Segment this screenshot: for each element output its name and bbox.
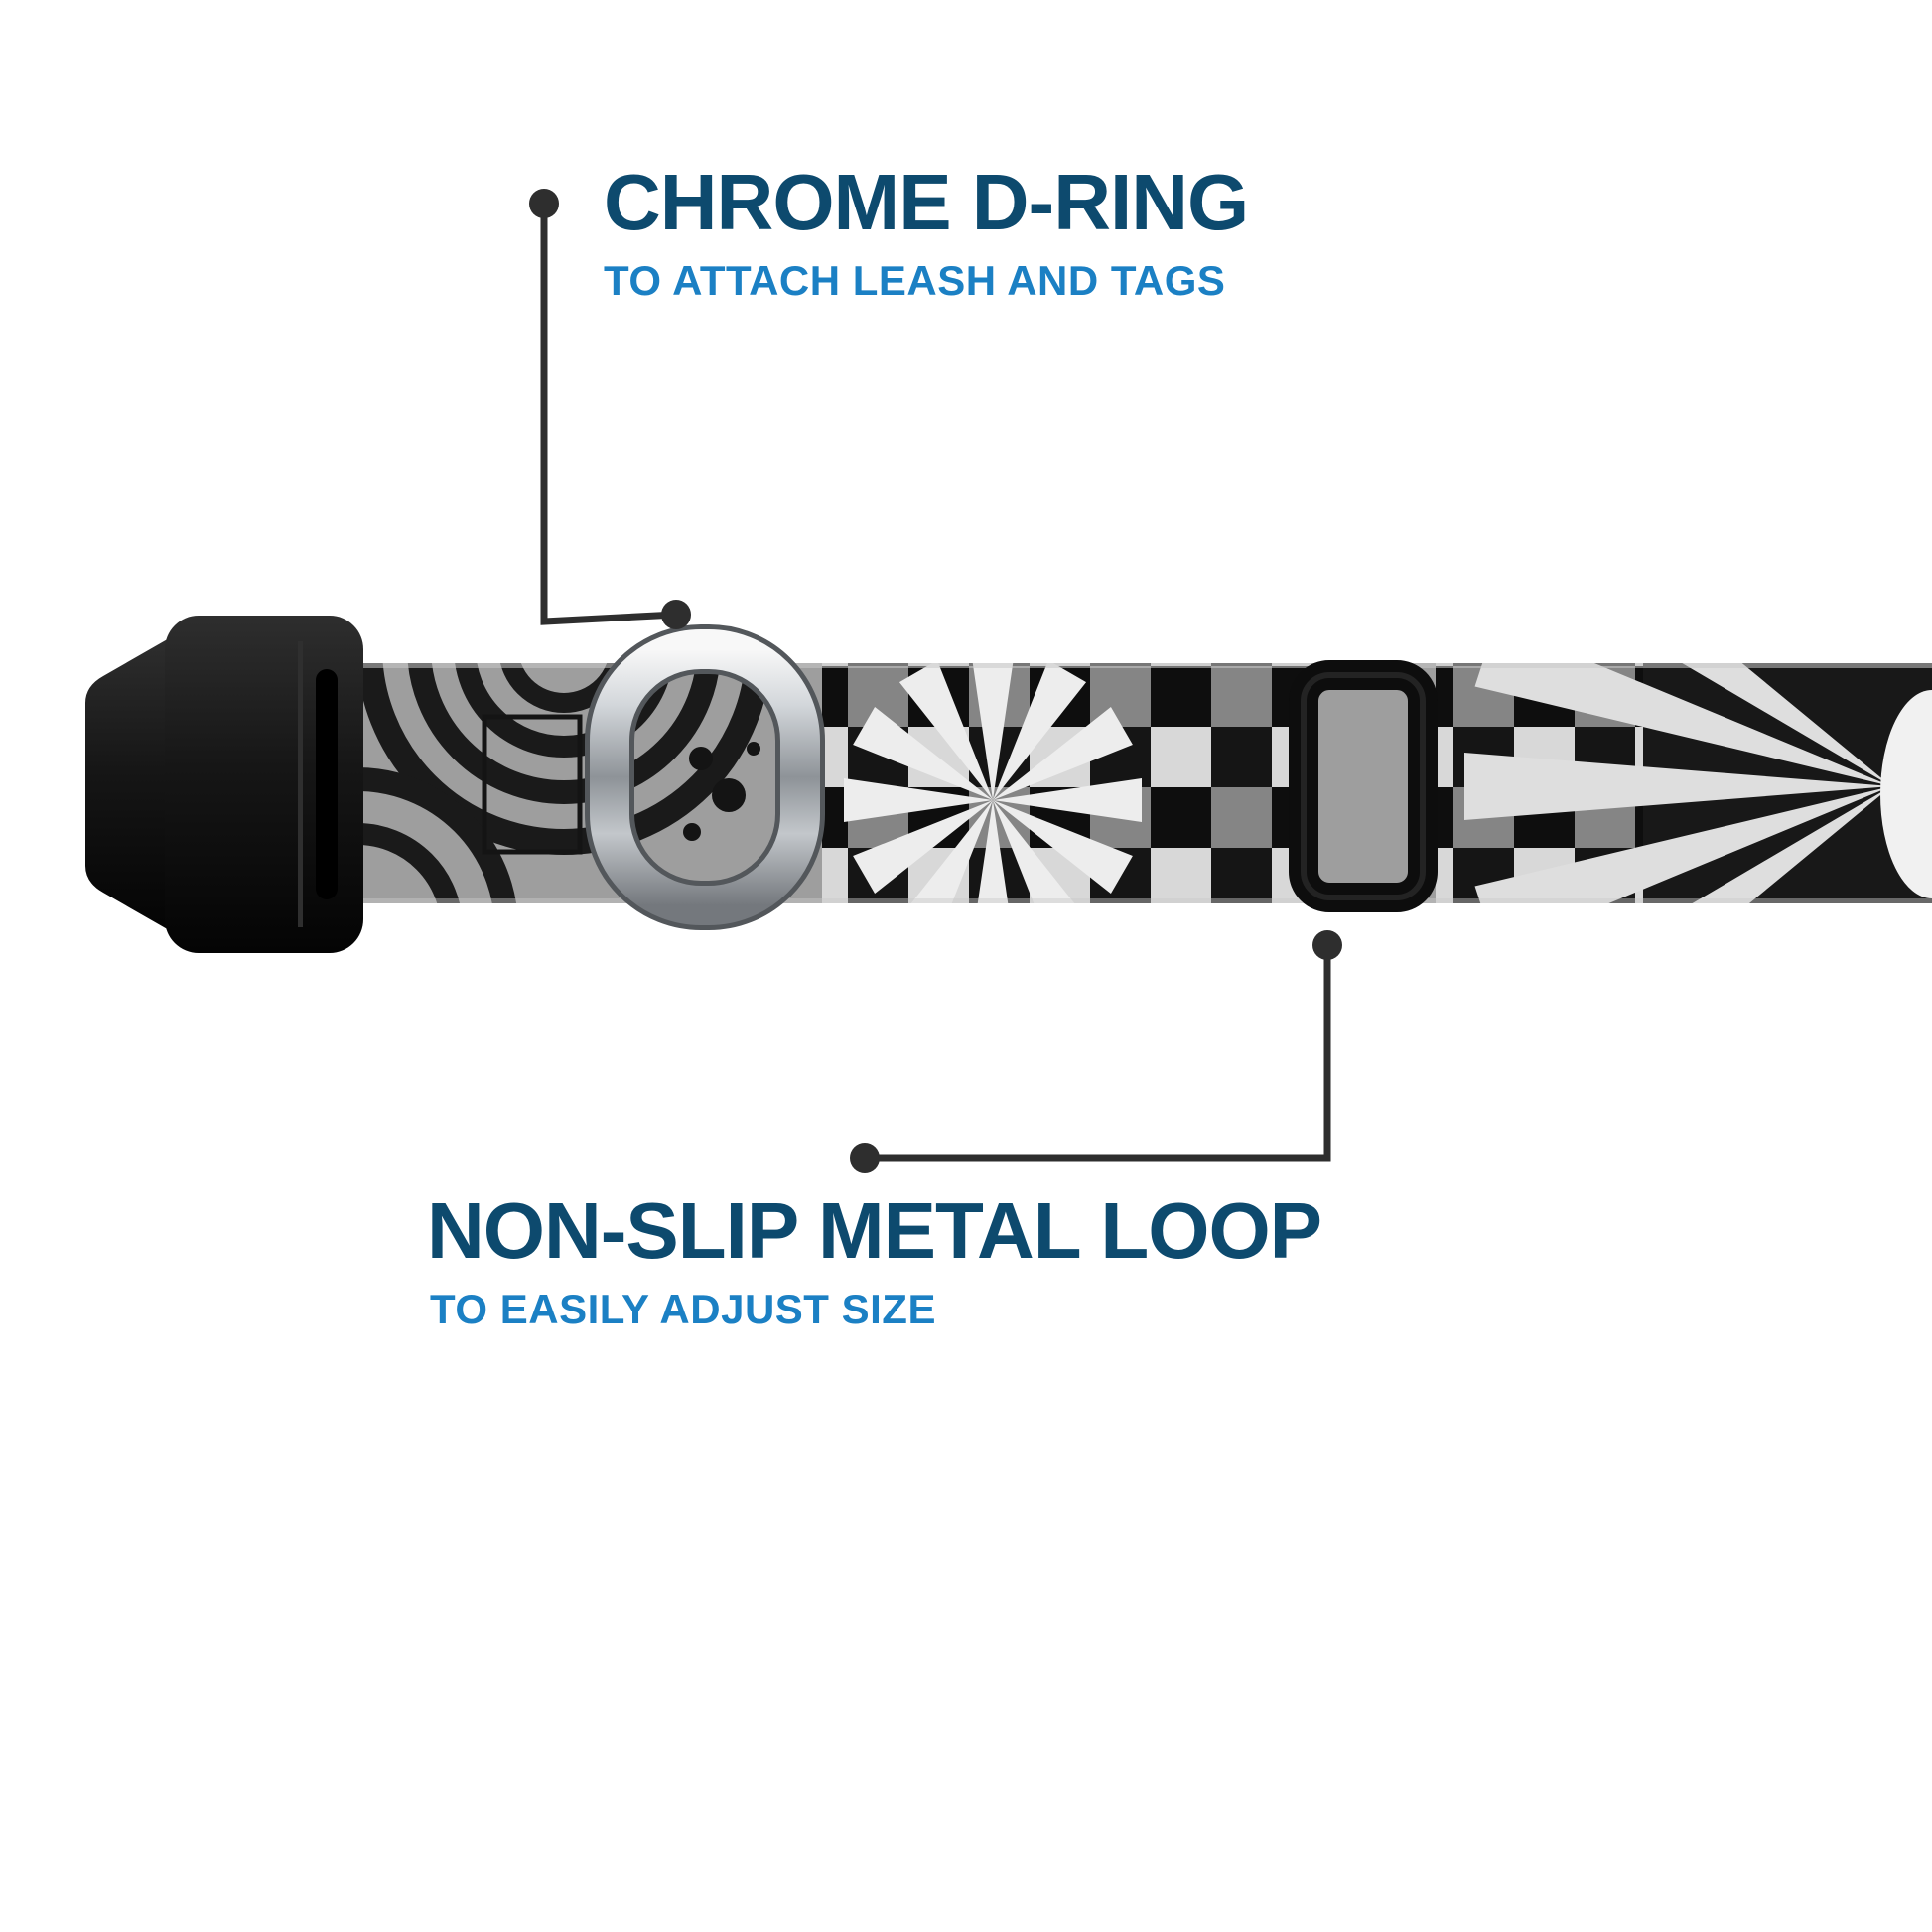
d-ring (585, 624, 825, 930)
sunburst-print-right (1464, 663, 1911, 903)
buckle (85, 616, 363, 953)
d-ring-callout-pointer (529, 189, 691, 629)
metal-loop-callout-pointer (850, 930, 1342, 1173)
square-print (482, 714, 583, 855)
d-ring-callout-subtitle: TO ATTACH LEASH AND TAGS (604, 257, 1226, 304)
metal-loop-callout-subtitle: TO EASILY ADJUST SIZE (430, 1286, 936, 1332)
collar-strap (296, 663, 1932, 903)
d-ring-callout-title: CHROME D-RING (604, 158, 1249, 246)
metal-loop (1289, 660, 1438, 912)
metal-loop-callout-title: NON-SLIP METAL LOOP (427, 1186, 1322, 1275)
